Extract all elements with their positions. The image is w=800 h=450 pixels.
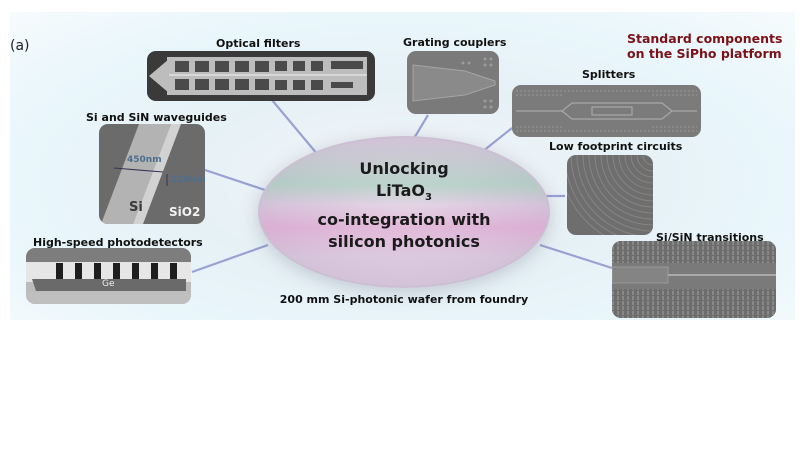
label-si-sin-waveguides: Si and SiN waveguides — [86, 111, 227, 124]
connector-photodetectors — [191, 243, 269, 274]
waveguide-illustration — [101, 124, 181, 224]
platform-title: Standard components on the SiPho platfor… — [627, 31, 787, 61]
waveguide-height-annotation: 220nm — [171, 175, 205, 185]
platform-title-line1: Standard components — [627, 31, 783, 46]
connector-splitters — [481, 127, 513, 153]
wafer: Unlocking LiTaO3 co-integration with sil… — [258, 136, 550, 288]
waveguide-width-annotation: 450nm — [127, 155, 162, 165]
platform-title-line2: on the SiPho platform — [627, 46, 782, 61]
litao-formula: LiTaO — [376, 181, 425, 200]
photodetector-ge-label: Ge — [102, 279, 115, 289]
waveguide-core-label: Si — [129, 200, 143, 215]
connector-optical-filters — [271, 99, 319, 156]
image-splitters — [512, 85, 701, 137]
wafer-caption: 200 mm Si-photonic wafer from foundry — [279, 293, 529, 306]
grating-couplers-illustration — [412, 57, 496, 109]
photodetector-illustration — [26, 248, 191, 304]
splitters-illustration — [516, 90, 697, 132]
wafer-headline-line1: Unlocking — [359, 159, 449, 178]
label-si-sin-transitions: Si/SiN transitions — [656, 231, 764, 244]
connector-si-sin-transitions — [539, 243, 613, 270]
waveguide-cladding-label: SiO2 — [169, 205, 201, 219]
image-grating-couplers — [407, 51, 499, 114]
si-sin-transitions-illustration — [612, 241, 776, 318]
image-optical-filters — [147, 51, 375, 101]
wafer-headline-line2: LiTaO3 — [258, 180, 550, 209]
optical-filters-illustration — [149, 57, 367, 95]
low-footprint-circuits-illustration — [567, 155, 653, 235]
image-high-speed-photodetectors: Ge — [26, 248, 191, 304]
image-low-footprint-circuits — [567, 155, 653, 235]
label-high-speed-photodetectors: High-speed photodetectors — [33, 236, 203, 249]
wafer-headline: Unlocking LiTaO3 co-integration with sil… — [258, 158, 550, 253]
connector-waveguides — [204, 168, 266, 192]
litao-subscript: 3 — [424, 192, 432, 204]
image-si-sin-waveguides: 450nm 220nm Si SiO2 — [99, 124, 205, 224]
label-grating-couplers: Grating couplers — [403, 36, 507, 49]
panel-label: (a) — [10, 38, 30, 54]
wafer-headline-line3: co-integration with — [317, 210, 491, 230]
image-si-sin-transitions — [612, 241, 776, 318]
label-splitters: Splitters — [582, 68, 636, 81]
wafer-headline-line4: silicon photonics — [328, 232, 480, 252]
label-low-footprint-circuits: Low footprint circuits — [549, 140, 683, 153]
label-optical-filters: Optical filters — [216, 37, 301, 50]
